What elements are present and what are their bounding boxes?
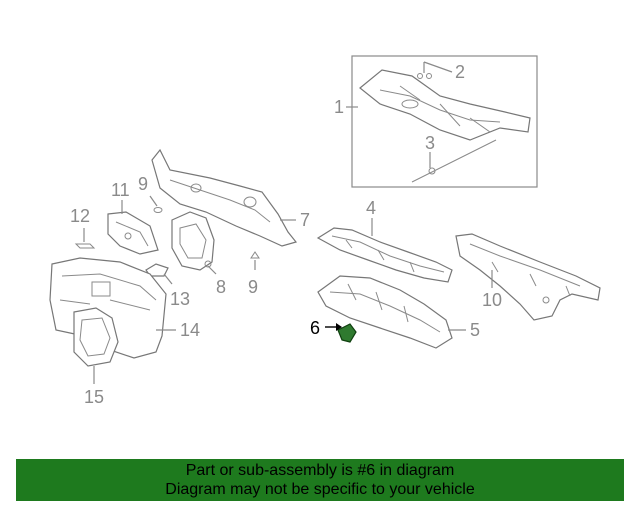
callout-9-upper: 9 — [138, 174, 148, 194]
callout-10: 10 — [482, 290, 502, 310]
part-1-cowl-panel[interactable] — [359, 69, 531, 141]
callout-14: 14 — [180, 320, 200, 340]
part-7-dash-panel[interactable] — [151, 148, 298, 247]
part-9-clip-upper[interactable] — [149, 195, 163, 213]
part-3-rod[interactable] — [411, 139, 497, 183]
part-5-cowl-lower[interactable] — [317, 275, 453, 349]
callout-2: 2 — [455, 62, 465, 82]
footer-line-1: Part or sub-assembly is #6 in diagram — [185, 462, 455, 479]
callout-8: 8 — [216, 277, 226, 297]
callout-9-lower: 9 — [248, 277, 258, 297]
part-9-clip-lower[interactable] — [250, 251, 260, 270]
callout-5: 5 — [470, 320, 480, 340]
callout-1: 1 — [334, 97, 344, 117]
part-2-bolts[interactable] — [417, 61, 453, 79]
callout-7: 7 — [300, 210, 310, 230]
part-15-subassembly[interactable] — [73, 307, 119, 367]
part-6-highlighted[interactable] — [337, 323, 357, 343]
footer-banner: Part or sub-assembly is #6 in diagram Di… — [16, 459, 624, 501]
part-10-reinforcement[interactable] — [455, 233, 601, 321]
part-4-cowl-top[interactable] — [316, 227, 453, 283]
callout-12: 12 — [70, 206, 90, 226]
callout-15: 15 — [84, 387, 104, 407]
footer-line-2: Diagram may not be specific to your vehi… — [165, 481, 475, 498]
callout-13: 13 — [170, 289, 190, 309]
callout-4: 4 — [366, 198, 376, 218]
part-8-insulator[interactable] — [171, 211, 215, 271]
callout-3: 3 — [425, 133, 435, 153]
callout-11: 11 — [111, 180, 130, 200]
part-12-pad[interactable] — [74, 228, 96, 249]
part-11-bracket[interactable] — [107, 211, 159, 255]
callout-6: 6 — [310, 318, 320, 338]
